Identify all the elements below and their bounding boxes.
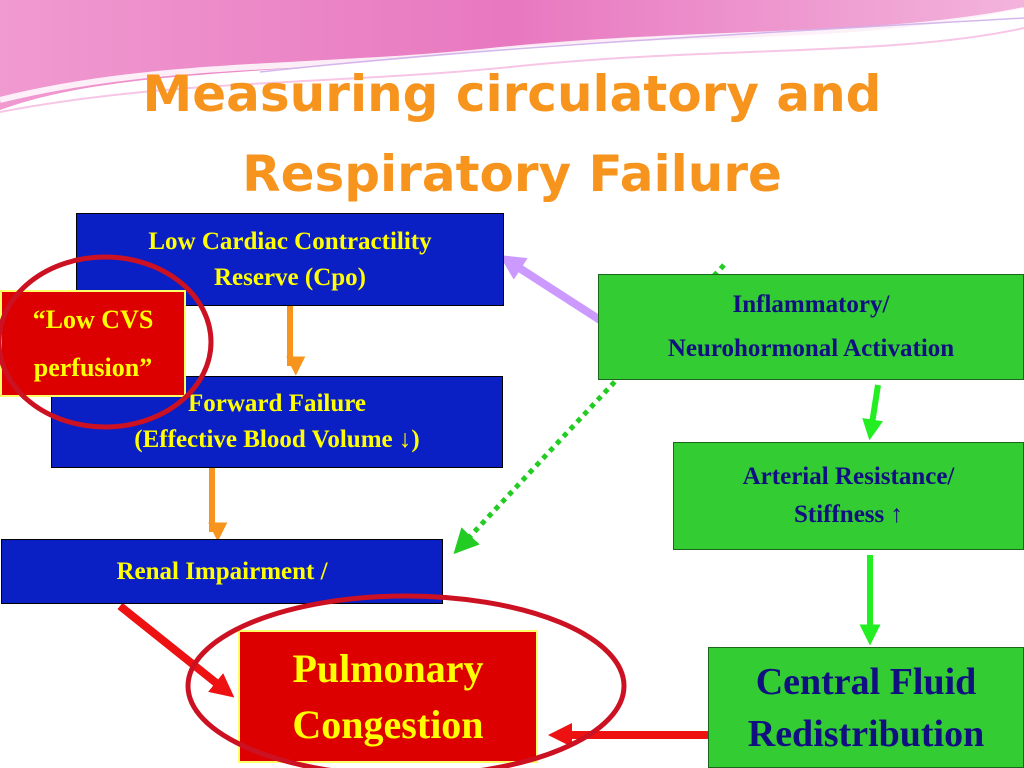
forward-failure-line-2: (Effective Blood Volume ↓) — [134, 426, 420, 453]
arrow-renal-to-pulmonary — [117, 602, 235, 698]
inflammatory-line-1: Inflammatory/ — [732, 291, 890, 318]
central-fluid-redistribution-box: Central Fluid Redistribution — [708, 647, 1024, 768]
arterial-line-2: Stiffness ↑ — [793, 501, 904, 528]
low-cardiac-line-2: Reserve (Cpo) — [213, 263, 367, 291]
low-cvs-line-2: perfusion” — [33, 352, 153, 382]
inflammatory-activation-box: Inflammatory/ Neurohormonal Activation — [598, 274, 1024, 380]
renal-impairment-box: Renal Impairment / — [1, 539, 443, 604]
header-decoration — [0, 0, 1024, 113]
arrow-inflammatory-to-cardiac — [499, 255, 603, 324]
pulmonary-line-2: Congestion — [292, 701, 484, 747]
arrow-inflammatory-to-arterial — [862, 384, 883, 441]
pulmonary-congestion-box: Pulmonary Congestion — [238, 630, 538, 763]
pulmonary-line-1: Pulmonary — [292, 645, 484, 691]
central-fluid-line-2: Redistribution — [747, 712, 985, 755]
slide-title-line-2: Respiratory Failure — [242, 145, 782, 203]
renal-impairment-line-1: Renal Impairment / — [116, 557, 328, 585]
arterial-resistance-box: Arterial Resistance/ Stiffness ↑ — [673, 442, 1024, 550]
low-cvs-line-1: “Low CVS — [32, 304, 154, 334]
low-cardiac-line-1: Low Cardiac Contractility — [148, 227, 432, 255]
forward-failure-line-1: Forward Failure — [188, 390, 366, 417]
slide-title-line-1: Measuring circulatory and — [142, 65, 882, 123]
arterial-line-1: Arterial Resistance/ — [742, 463, 955, 490]
inflammatory-line-2: Neurohormonal Activation — [667, 335, 955, 362]
low-cvs-perfusion-box: “Low CVS perfusion” — [0, 290, 186, 397]
central-fluid-line-1: Central Fluid — [755, 660, 977, 703]
